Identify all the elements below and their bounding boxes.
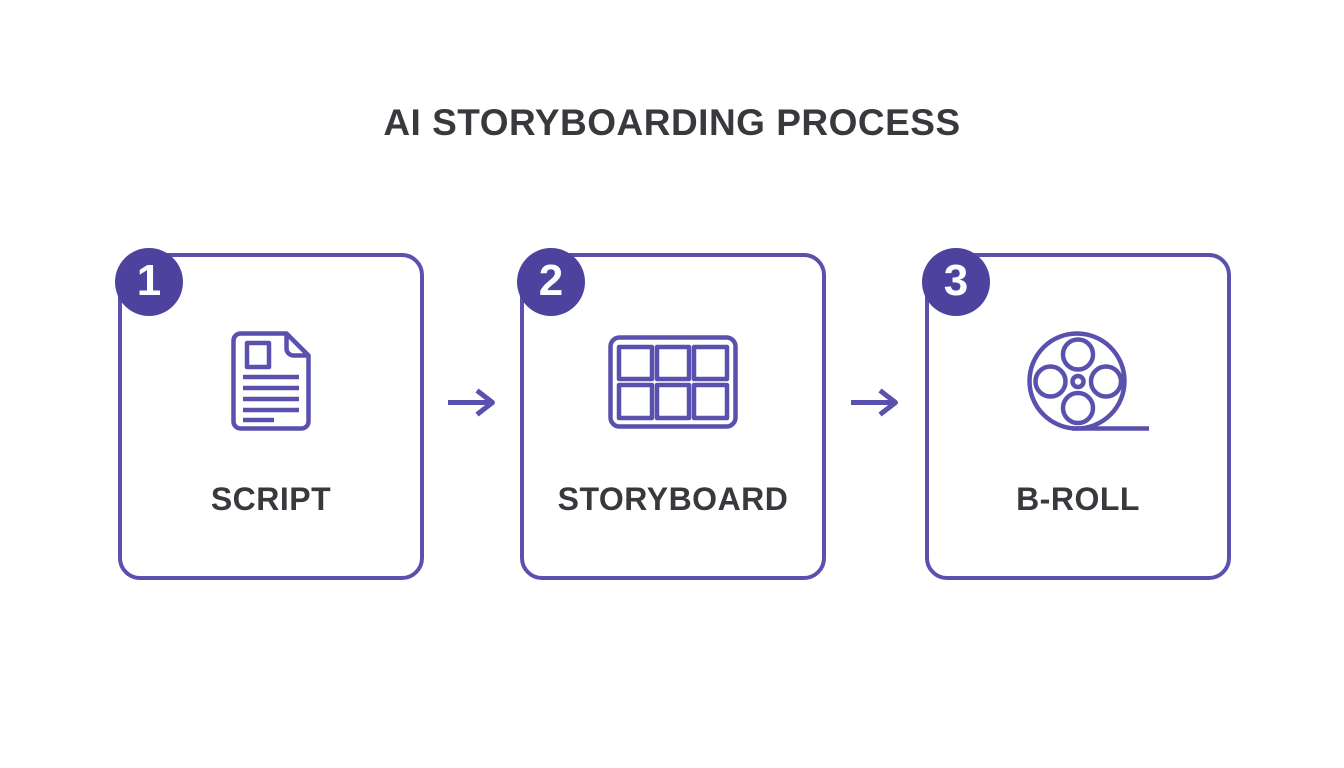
step-box-broll: 3 B-ROLL — [922, 248, 1231, 580]
page-title: AI STORYBOARDING PROCESS — [383, 102, 961, 143]
step-label-broll: B-ROLL — [1016, 481, 1140, 517]
step-label-storyboard: STORYBOARD — [557, 481, 789, 517]
arrow-right-icon — [446, 387, 496, 418]
arrow-right-icon — [849, 387, 899, 418]
step-number: 3 — [943, 256, 969, 305]
step-box-storyboard: 2 STORYBOARD — [517, 248, 826, 580]
step-number-badge: 2 — [517, 248, 585, 316]
step-label-script: SCRIPT — [210, 481, 332, 517]
step-number-badge: 3 — [922, 248, 990, 316]
step-number: 1 — [136, 256, 162, 305]
film-reel-icon — [929, 327, 1227, 437]
step-number: 2 — [538, 256, 564, 305]
step-box-script: 1 SCRIPT — [115, 248, 424, 580]
step-number-badge: 1 — [115, 248, 183, 316]
storyboard-grid-icon — [524, 327, 822, 437]
script-document-icon — [122, 327, 420, 437]
